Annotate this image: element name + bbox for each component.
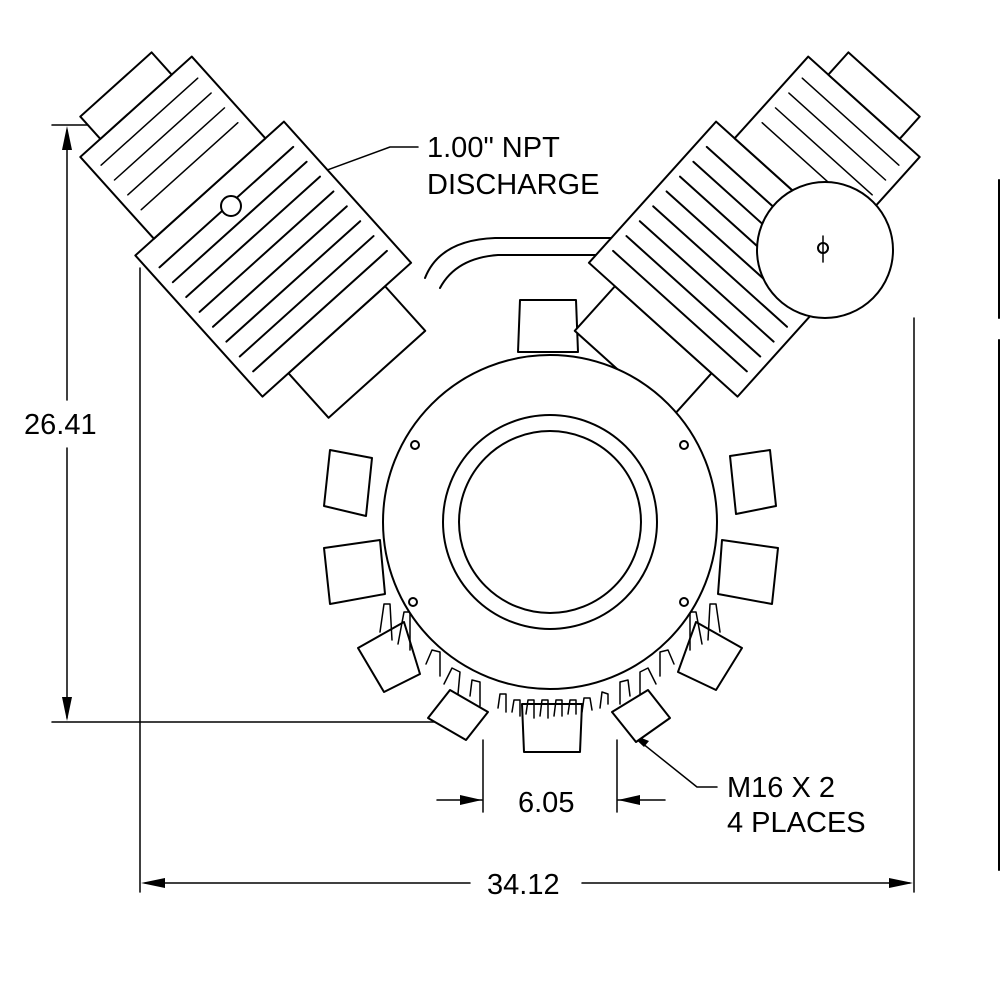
left-cylinder — [79, 51, 427, 419]
bolt-spacing-dimension — [436, 739, 666, 813]
width-dimension-label: 34.12 — [487, 869, 560, 901]
bolt-spacing-label: 6.05 — [518, 787, 574, 819]
crankcase — [382, 354, 718, 690]
discharge-callout-line1: 1.00" NPT — [427, 132, 560, 164]
discharge-port — [220, 195, 242, 217]
bolt-hole — [679, 440, 689, 450]
bolt-hole — [410, 440, 420, 450]
width-dimension — [139, 267, 915, 893]
bolt-hole — [408, 597, 418, 607]
discharge-pipe — [424, 237, 719, 289]
discharge-callout-line2: DISCHARGE — [427, 169, 599, 201]
height-dimension-label: 26.41 — [24, 409, 97, 441]
bolts-callout-line2: 4 PLACES — [727, 807, 866, 839]
right-cylinder — [573, 51, 921, 419]
height-dimension — [51, 124, 446, 723]
air-filter — [756, 181, 894, 319]
mounting-feet — [323, 299, 779, 753]
bolts-callout-line1: M16 X 2 — [727, 772, 835, 804]
bolt-hole — [679, 597, 689, 607]
crankcase-fins — [379, 603, 721, 719]
